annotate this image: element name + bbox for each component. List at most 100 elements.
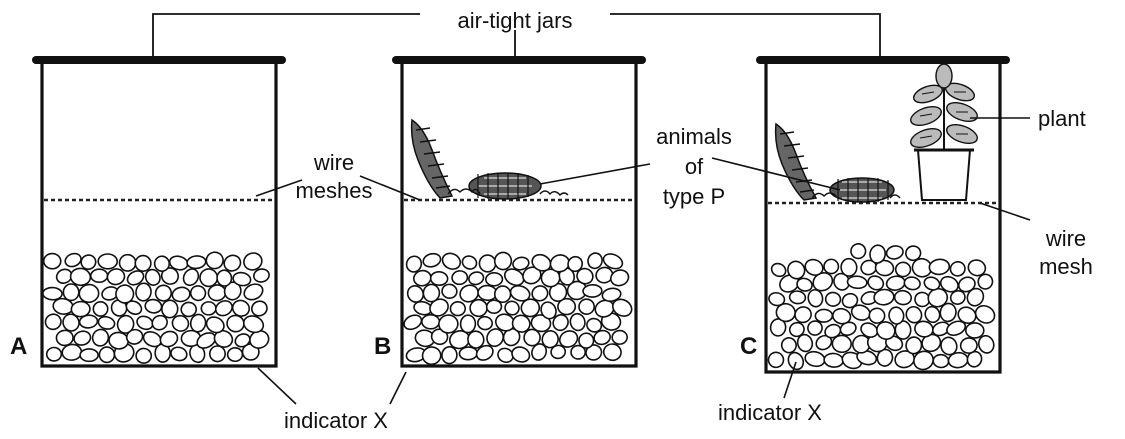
plant-label: plant — [1038, 106, 1086, 131]
indicator-pebble — [451, 270, 468, 285]
indicator-pebble — [63, 251, 83, 268]
indicator-pebble — [119, 254, 136, 271]
indicator-pebble — [90, 327, 111, 348]
indicator-pebble — [948, 260, 967, 278]
indicator-pebble — [766, 350, 786, 370]
indicator-pebble — [886, 275, 906, 292]
wire-meshes-label-line1: wire — [313, 150, 354, 175]
jar-c — [760, 60, 1006, 373]
indicator-pebble — [201, 302, 216, 315]
indicator-pebble — [477, 316, 493, 331]
indicator-pebble — [815, 309, 832, 322]
indicator-leader-b — [390, 372, 406, 404]
indicator-pebble — [578, 333, 594, 349]
indicator-pebble — [789, 290, 806, 304]
indicator-pebble — [494, 252, 512, 271]
indicator-pebble — [205, 251, 225, 270]
indicator-pebble — [422, 252, 442, 269]
plant — [908, 64, 980, 200]
indicator-pebble — [903, 276, 921, 291]
indicator-pebble — [486, 273, 503, 286]
indicator-pebble — [227, 347, 242, 361]
indicator-pebble — [793, 305, 813, 325]
jar-b — [396, 60, 642, 366]
indicator-pebble — [467, 270, 485, 286]
indicator-pebble — [873, 288, 895, 306]
indicator-pebble — [56, 330, 74, 346]
indicator-pebble — [569, 312, 587, 332]
indicator-pebble — [894, 290, 912, 306]
indicator-pebble — [181, 302, 197, 317]
indicator-pebble — [186, 255, 206, 269]
indicator-pebble — [98, 254, 117, 269]
indicator-pebble — [99, 347, 114, 363]
jar-c-indicator-pebbles — [766, 242, 998, 373]
indicator-pebble — [171, 286, 191, 303]
indicator-pebble — [422, 315, 440, 329]
jar-c-letter: C — [740, 333, 757, 360]
indicator-pebble — [93, 302, 108, 317]
indicator-pebble — [847, 275, 867, 289]
indicator-pebble — [430, 271, 448, 285]
indicator-pebble — [135, 282, 152, 301]
jar-b-animal-1 — [412, 120, 452, 198]
indicator-pebble — [583, 285, 602, 298]
plant-pot — [918, 150, 970, 200]
indicator-pebble — [135, 255, 152, 272]
indicator-pebble — [46, 347, 61, 361]
indicator-pebble — [840, 258, 857, 277]
jar-a-indicator-pebbles — [43, 250, 272, 365]
indicator-pebble — [824, 259, 839, 273]
indicator-leader-c — [784, 362, 796, 398]
indicator-pebble — [80, 349, 98, 361]
indicator-pebble — [189, 284, 208, 303]
indicator-pebble — [43, 312, 64, 332]
indicator-pebble — [43, 287, 63, 300]
indicator-label-c: indicator X — [718, 400, 822, 425]
jar-b-indicator-pebbles — [402, 250, 635, 365]
indicator-pebble — [62, 344, 82, 361]
indicator-leader-a — [258, 368, 296, 404]
indicator-pebble — [91, 269, 108, 282]
indicator-pebble — [71, 301, 90, 317]
indicator-pebble — [933, 354, 949, 368]
indicator-pebble — [136, 348, 152, 363]
indicator-pebble — [423, 284, 440, 302]
indicator-pebble — [161, 300, 179, 319]
indicator-pebble — [441, 346, 457, 364]
indicator-pebble — [895, 262, 911, 277]
jar-b-letter: B — [374, 333, 391, 360]
indicator-pebble — [494, 286, 510, 303]
indicator-pebble — [440, 250, 463, 272]
wire-meshes-label-line2: meshes — [295, 178, 372, 203]
indicator-pebble — [602, 342, 622, 361]
indicator-pebble — [402, 312, 424, 332]
indicator-pebble — [578, 299, 594, 315]
jar-b-animal-2 — [469, 173, 541, 199]
wire-mesh-leader-c — [980, 203, 1030, 220]
indicator-pebble — [154, 256, 170, 272]
indicator-pebble — [78, 284, 99, 304]
indicator-pebble — [63, 284, 78, 300]
indicator-pebble — [825, 292, 841, 307]
animals-label-line1: animals — [656, 124, 732, 149]
indicator-pebble — [885, 244, 904, 260]
indicator-pebble — [43, 253, 61, 269]
indicator-pebble — [422, 346, 442, 365]
indicator-pebble — [966, 323, 984, 338]
indicator-pebble — [97, 315, 116, 331]
indicator-pebble — [438, 314, 459, 334]
jar-a-letter: A — [10, 333, 27, 360]
wire-mesh-label-line1: wire — [1045, 226, 1086, 251]
indicator-label-b: indicator X — [284, 408, 388, 433]
air-tight-jars-label: air-tight jars — [458, 8, 573, 33]
animals-leader-c — [712, 158, 840, 190]
animals-label-line2: of — [685, 154, 704, 179]
indicator-pebble — [460, 254, 478, 272]
jar-c-animal-1 — [776, 124, 816, 200]
indicator-pebble — [169, 345, 188, 362]
indicator-pebble — [441, 283, 458, 299]
indicator-pebble — [479, 255, 496, 272]
wire-mesh-label-line2: mesh — [1039, 254, 1093, 279]
animals-label-line3: type P — [663, 184, 725, 209]
